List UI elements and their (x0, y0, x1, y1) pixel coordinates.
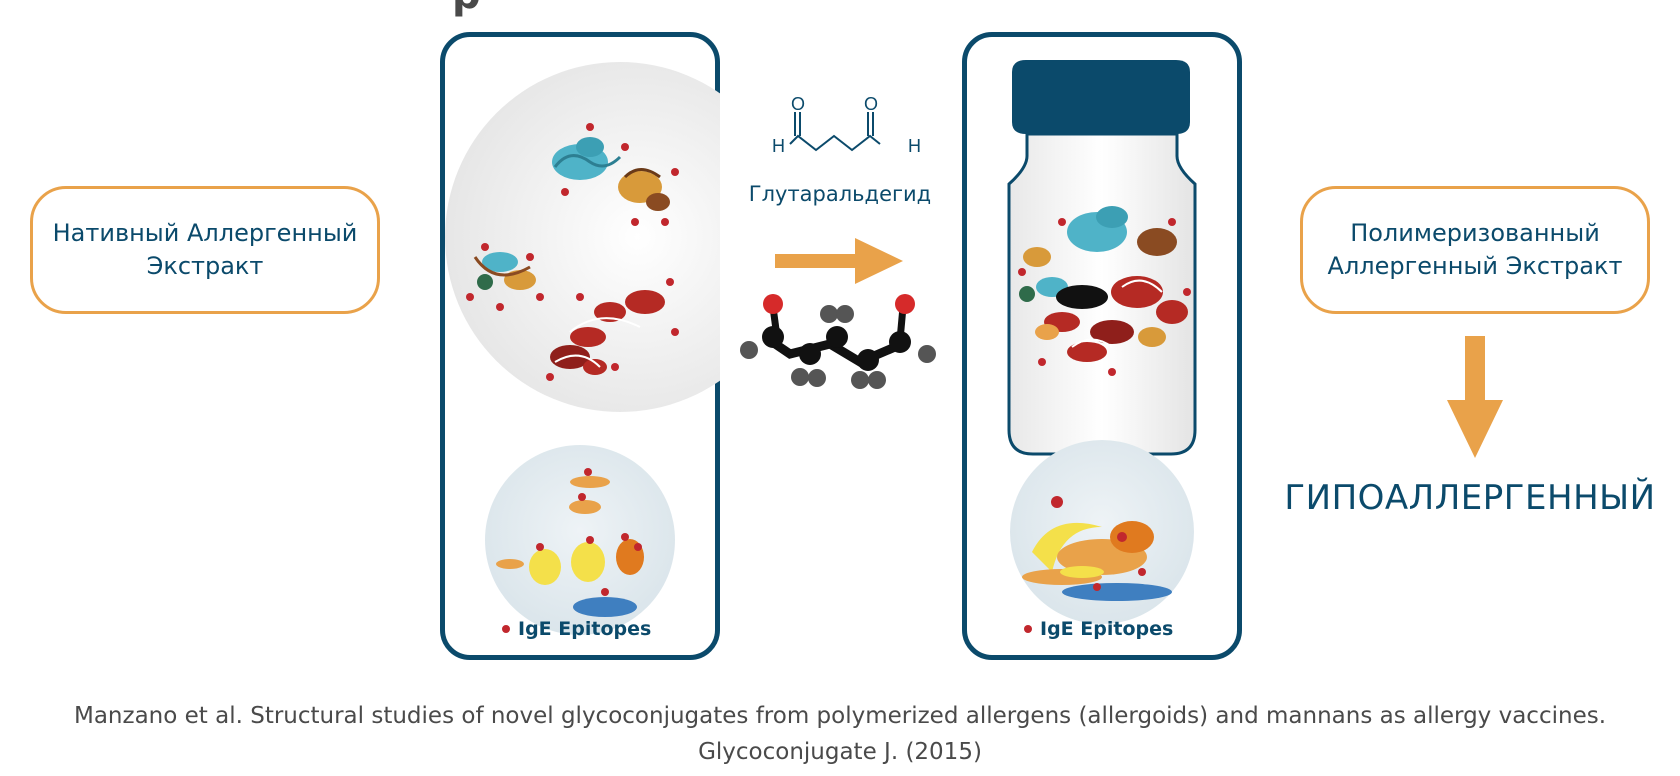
polymerized-extract-line2: Аллергенный Экстракт (1327, 252, 1623, 280)
orange-protein (618, 168, 670, 211)
native-allergens-illustration (445, 62, 720, 635)
glutaraldehyde-label: Глутаральдегид (748, 182, 932, 206)
mixed-protein (473, 252, 536, 290)
polymerized-igE-legend: IgE Epitopes (1024, 618, 1173, 640)
formula-hydrogen-right: H (908, 136, 921, 156)
glutaraldehyde-ball-model (740, 294, 936, 389)
red-helix-protein (550, 290, 665, 375)
epitope-dot-icon (502, 625, 510, 633)
citation: Manzano et al. Structural studies of nov… (20, 698, 1660, 770)
polymerized-extract-label: Полимеризованный Аллергенный Экстракт (1300, 186, 1650, 314)
native-epitope-markers (536, 468, 642, 596)
igE-epitopes-label: IgE Epitopes (1040, 618, 1174, 640)
polymerized-extract-line1: Полимеризованный (1350, 219, 1600, 247)
vial-cap (1012, 60, 1190, 134)
polymerized-epitope-markers (1051, 496, 1146, 591)
native-igE-legend: IgE Epitopes (502, 618, 651, 640)
native-protein-oval (445, 62, 720, 412)
polymerized-epitope-shapes (1022, 521, 1172, 601)
formula-oxygen-left: O (791, 94, 805, 114)
formula-hydrogen-left: H (772, 136, 785, 156)
native-extract-line2: Экстракт (146, 252, 264, 280)
hypoallergenic-result: ГИПОАЛЛЕРГЕННЫЙ (1284, 478, 1656, 518)
native-extract-line1: Нативный Аллергенный (52, 219, 358, 247)
polymerized-protein (1019, 206, 1188, 362)
glutaraldehyde-structural-formula: O O H H (772, 94, 921, 156)
teal-protein (552, 137, 622, 180)
igE-epitopes-label: IgE Epitopes (518, 618, 652, 640)
citation-line1: Manzano et al. Structural studies of nov… (73, 703, 1607, 729)
native-extract-label: Нативный Аллергенный Экстракт (30, 186, 380, 314)
vial-epitope-markers (1018, 218, 1191, 376)
formula-oxygen-right: O (864, 94, 878, 114)
down-arrow-icon (1447, 336, 1503, 458)
vial-illustration (1007, 60, 1197, 624)
native-epitope-circle (485, 445, 675, 635)
epitope-dot-icon (1024, 625, 1032, 633)
native-epitope-shapes (496, 476, 644, 617)
epitope-markers (466, 123, 679, 381)
citation-line2: Glycoconjugate J. (2015) (698, 739, 982, 765)
right-arrow-icon (775, 238, 903, 284)
cropped-heading-fragment: p (452, 0, 1452, 18)
